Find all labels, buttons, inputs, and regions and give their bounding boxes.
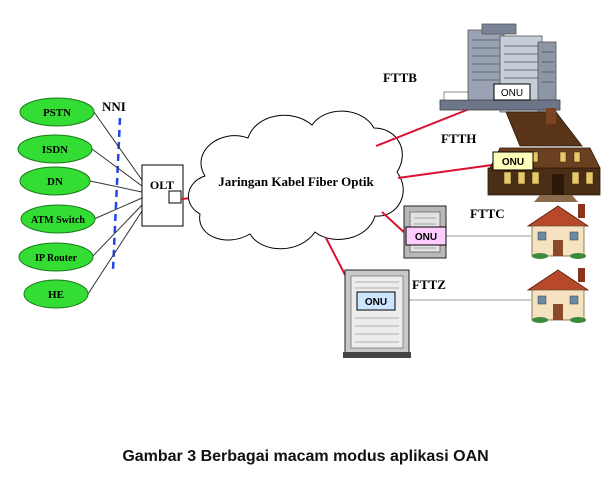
fttz-cabinet-icon (343, 269, 411, 358)
service-label-dn: DN (47, 176, 63, 188)
onu-box-fttz: ONU (356, 291, 396, 311)
service-node-pstn: PSTN (19, 97, 95, 127)
onu-label-fttb: ONU (501, 88, 523, 99)
fttb-label: FTTB (383, 70, 417, 85)
nni-dashed-line (111, 117, 122, 271)
nni-label: NNI (102, 99, 126, 114)
network-label: Jaringan Kabel Fiber Optik (218, 174, 374, 189)
onu-box-fttb: ONU (493, 83, 531, 101)
service-label-isdn: ISDN (42, 144, 68, 156)
fttz-label: FTTZ (412, 277, 446, 292)
fttz-house-icon (526, 268, 590, 323)
service-node-he: HE (23, 279, 89, 309)
onu-box-fttc: ONU (405, 226, 447, 246)
service-label-ip-router: IP Router (35, 253, 78, 264)
onu-label-fttz: ONU (365, 297, 387, 308)
copper-links (395, 235, 531, 301)
figure-caption: Gambar 3 Berbagai macam modus aplikasi O… (122, 448, 489, 465)
service-node-atm-switch: ATM Switch (20, 204, 96, 234)
fttc-house-icon (526, 204, 590, 259)
service-label-he: HE (48, 289, 64, 301)
service-node-ip-router: IP Router (18, 242, 94, 272)
fiber-network-cloud (188, 110, 404, 250)
olt-label: OLT (150, 178, 174, 192)
onu-label-ftth: ONU (502, 157, 524, 168)
ftth-label: FTTH (441, 131, 476, 146)
onu-label-fttc: ONU (415, 232, 437, 243)
service-label-atm-switch: ATM Switch (31, 215, 85, 226)
service-node-dn: DN (19, 166, 91, 196)
service-node-isdn: ISDN (17, 134, 93, 164)
service-label-pstn: PSTN (43, 107, 71, 119)
onu-box-ftth: ONU (492, 151, 534, 171)
olt-box: OLT (141, 164, 184, 227)
service-connectors (87, 111, 143, 295)
fttc-label: FTTC (470, 206, 505, 221)
olt-port (168, 190, 182, 204)
